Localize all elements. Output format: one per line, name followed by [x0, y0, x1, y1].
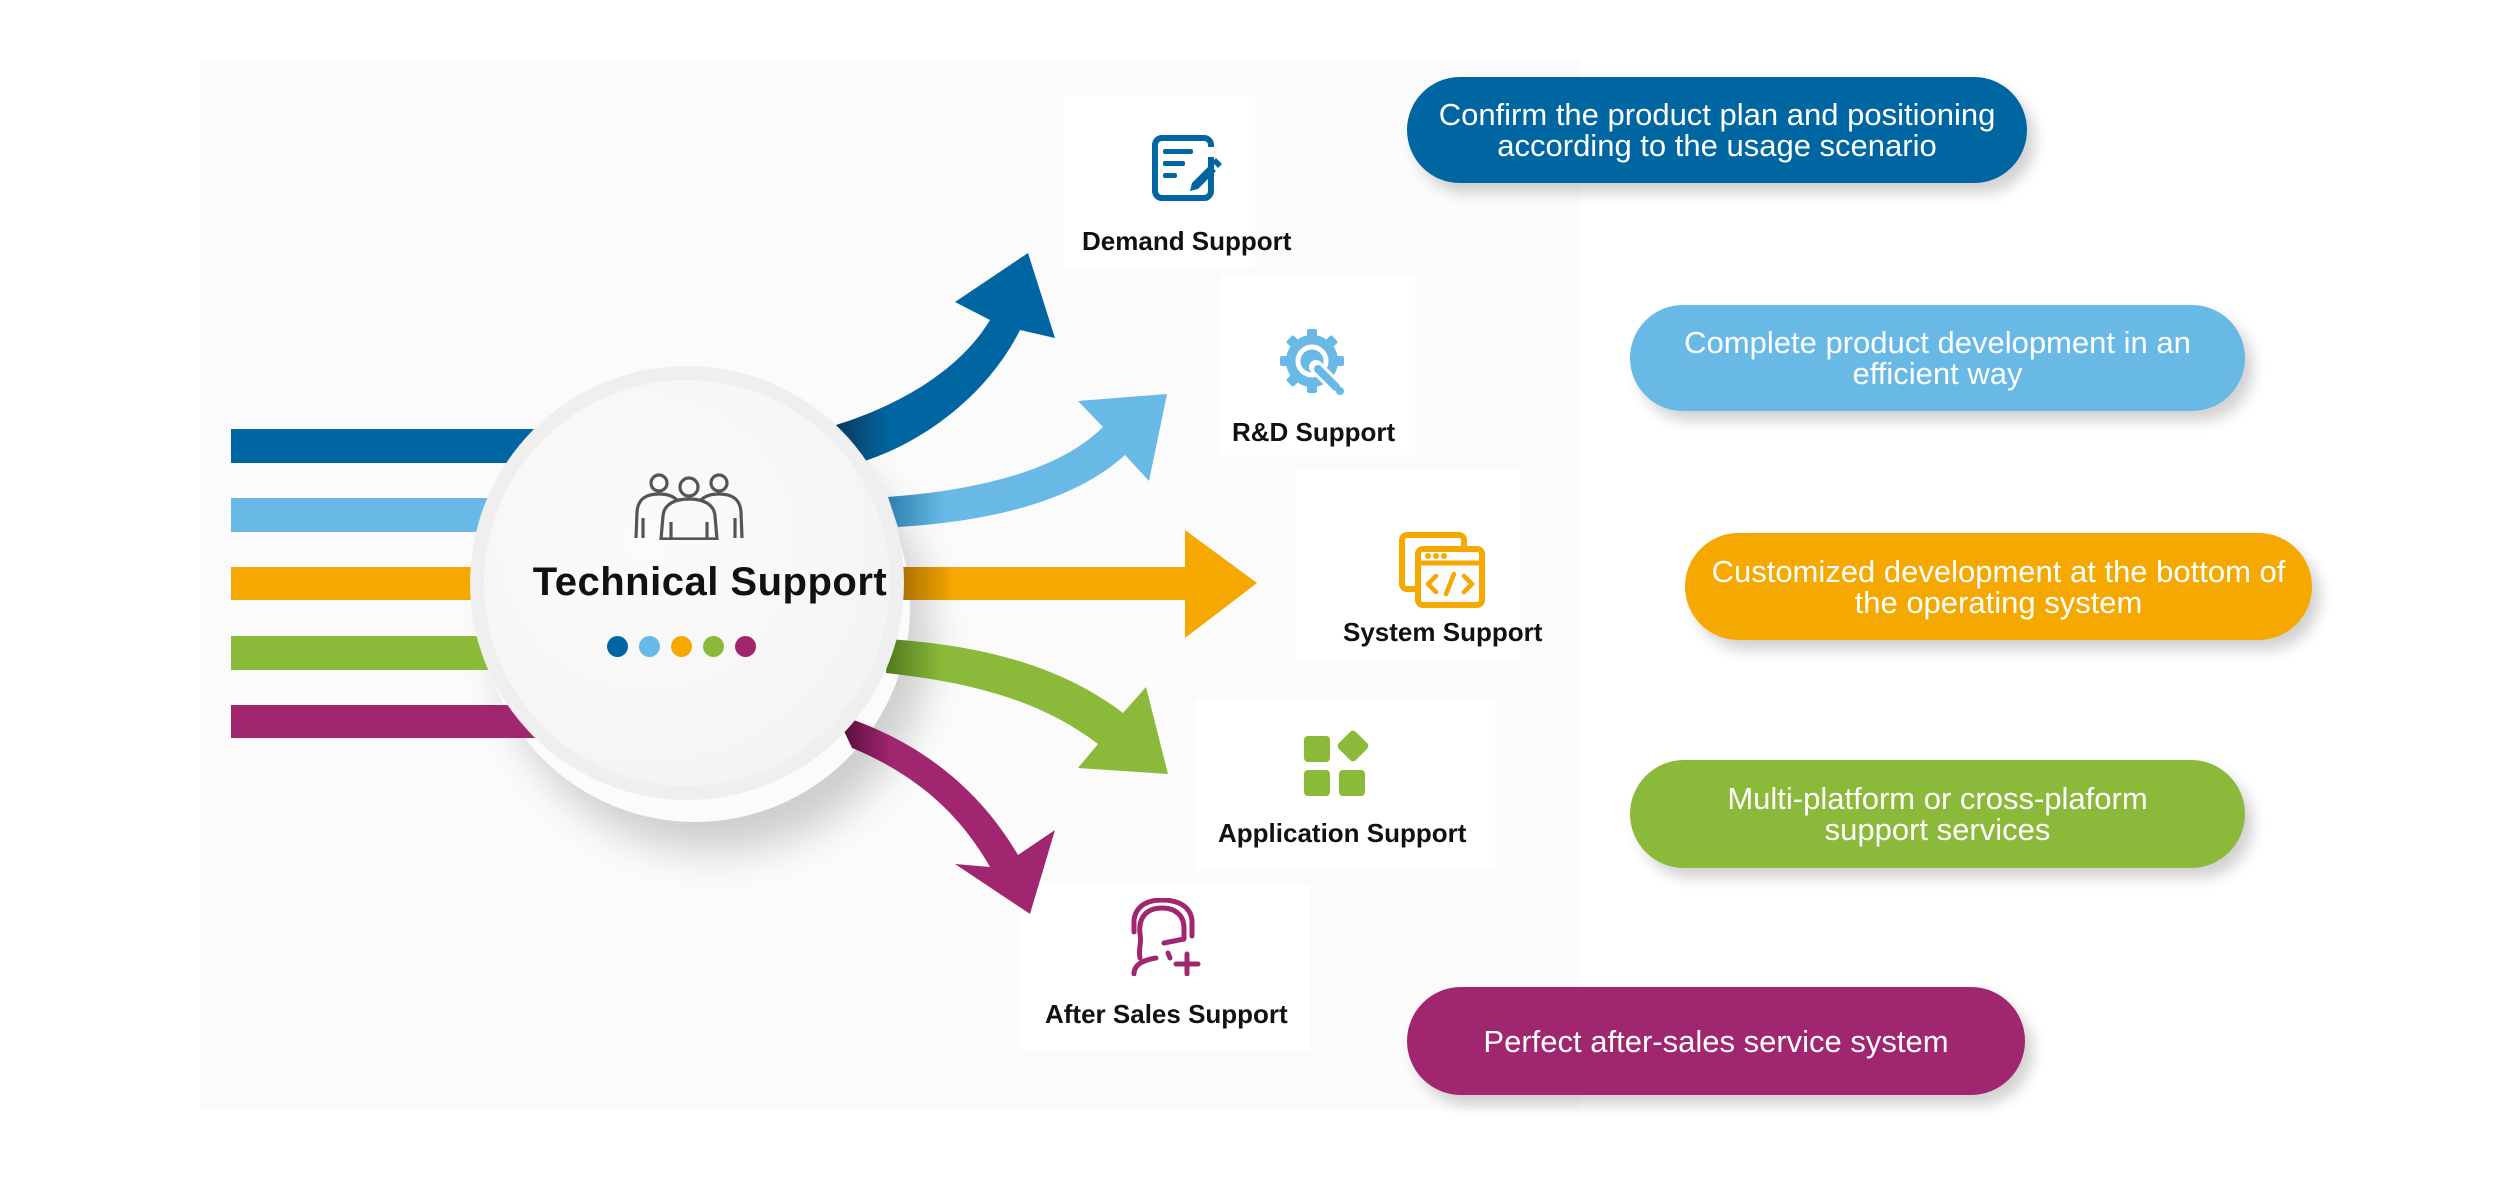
description-line: the operating system	[1854, 584, 2143, 620]
dot-green	[703, 636, 724, 657]
description-pill-after-sales: Perfect after-sales service system	[1407, 987, 2025, 1095]
card-demand	[1063, 95, 1255, 267]
input-bar-orange	[231, 567, 511, 600]
description-line: efficient way	[1852, 356, 2023, 391]
description-line: Complete product development in an	[1684, 325, 2191, 360]
description-line: Perfect after-sales service system	[1483, 1023, 1949, 1059]
description-pill-rnd: Complete product development in an effic…	[1630, 305, 2245, 411]
code-window-icon	[1399, 532, 1485, 608]
dot-purple	[735, 636, 756, 657]
description-pill-system: Customized development at the bottom of …	[1685, 533, 2312, 640]
node-label-after-sales: After Sales Support	[1045, 999, 1288, 1029]
color-dots	[607, 636, 756, 658]
description-line: according to the usage scenario	[1497, 128, 1937, 163]
dot-light-blue	[639, 636, 660, 657]
description-line: support services	[1824, 812, 2051, 847]
card-after-sales	[1020, 885, 1310, 1050]
people-group-icon	[634, 473, 744, 540]
hub-title: Technical Support	[532, 560, 888, 604]
node-label-system: System Support	[1343, 617, 1543, 647]
input-bar-purple	[231, 705, 551, 738]
headset-agent-icon	[1131, 898, 1201, 976]
description-line: Confirm the product plan and positioning	[1438, 97, 1996, 132]
arrow-system	[900, 530, 1257, 638]
description-line: Customized development at the bottom of	[1711, 553, 2286, 589]
node-label-application: Application Support	[1218, 818, 1467, 848]
input-bar-dark-blue	[231, 429, 551, 463]
arrow-demand	[836, 253, 1055, 462]
description-pill-demand: Confirm the product plan and positioning…	[1407, 77, 2027, 183]
hub-circle	[484, 380, 890, 786]
description-line: Multi-platform or cross-plaform	[1727, 781, 2148, 816]
document-edit-icon	[1152, 135, 1222, 201]
node-label-rnd: R&D Support	[1232, 417, 1396, 447]
description-pill-application: Multi-platform or cross-plaform support …	[1630, 760, 2245, 868]
arrow-rnd	[888, 394, 1167, 527]
dot-orange	[671, 636, 692, 657]
arrow-application	[886, 639, 1168, 774]
dot-dark-blue	[607, 636, 628, 657]
node-label-demand: Demand Support	[1082, 226, 1292, 256]
gear-wrench-icon	[1280, 329, 1344, 395]
arrow-after-sales	[836, 714, 1055, 914]
app-grid-icon	[1304, 730, 1369, 796]
